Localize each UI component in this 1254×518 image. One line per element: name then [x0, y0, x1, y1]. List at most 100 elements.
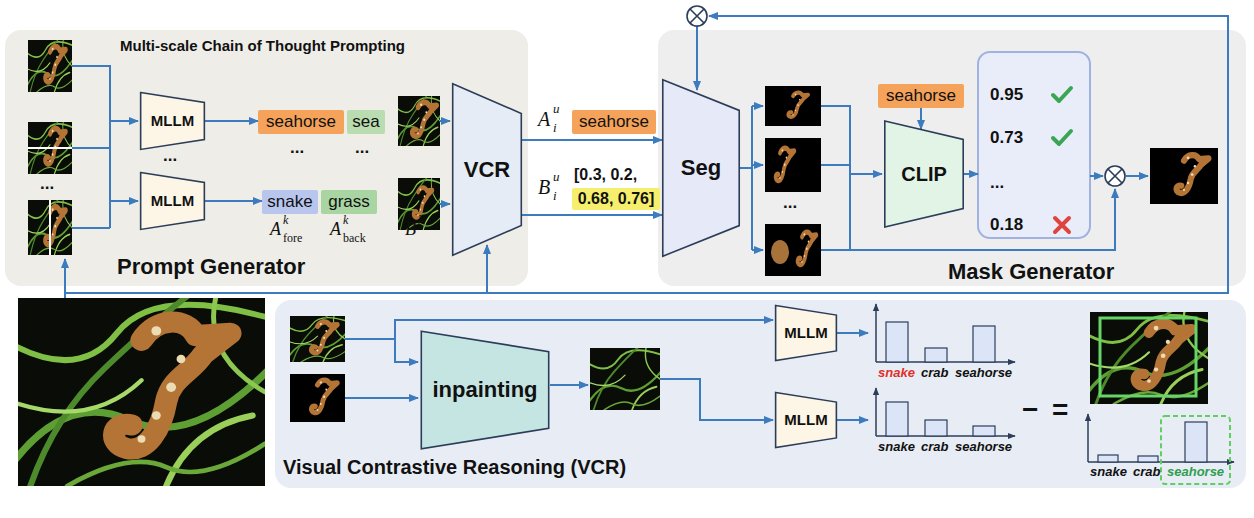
panel-title: 0.73	[990, 128, 1023, 148]
score-mark	[1053, 131, 1071, 144]
mllm-block: MLLM	[775, 305, 837, 361]
node-label: seahorse	[266, 112, 336, 132]
input-image	[13, 293, 270, 486]
output-mask	[1150, 148, 1218, 204]
text-holder: u	[553, 170, 560, 185]
crop-image	[397, 95, 441, 146]
flow-arrow	[110, 200, 138, 202]
flow-arrow	[486, 245, 488, 293]
score-box-ground	[978, 52, 1090, 238]
ellipsis: ...	[355, 138, 369, 158]
block-outline	[141, 173, 205, 230]
text-holder: seahorse	[955, 366, 1012, 381]
scale-thumbnail	[45, 47, 66, 82]
block-outline	[776, 306, 837, 361]
flow-arrow	[751, 106, 753, 250]
class-label: crab	[1133, 465, 1160, 480]
ellipsis: ...	[783, 193, 797, 213]
text-holder: crab	[1133, 465, 1160, 480]
panel-title: 0.95	[990, 85, 1023, 105]
ellipsis: ...	[290, 138, 304, 158]
node-label: MLLM	[784, 411, 827, 428]
scale-thumbnail	[49, 200, 51, 255]
text-holder: 0.73	[990, 128, 1023, 148]
bbox-chip: 0.68, 0.76]	[572, 188, 660, 210]
block-outline	[453, 84, 522, 256]
text-holder: snake	[1090, 465, 1127, 480]
class-label: seahorse	[955, 366, 1012, 381]
candidate-mask	[765, 86, 821, 276]
superscript: u	[553, 170, 560, 185]
text-holder: crab	[921, 440, 948, 455]
text-holder: fore	[283, 232, 302, 246]
node-label: snake	[267, 192, 312, 212]
score-mark	[1053, 88, 1071, 232]
node-label: VCR	[464, 157, 510, 182]
text-holder: 0.18	[990, 215, 1023, 235]
block-outline	[141, 93, 205, 150]
text-holder: ...	[783, 193, 797, 213]
text-holder: ...	[990, 173, 1004, 193]
node-label: seahorse	[579, 112, 649, 132]
superscript: k	[418, 214, 423, 228]
vcr-image	[1136, 324, 1192, 386]
candidate-mask	[798, 232, 817, 264]
class-label: crab	[921, 440, 948, 455]
module-panel: Multi-scale Chain of Thought PromptingPr…	[5, 30, 528, 286]
flow-arrow	[850, 173, 882, 175]
math-symbol: A	[330, 219, 341, 240]
node-label: MLLM	[151, 192, 194, 209]
answer-chip: seahorse	[572, 110, 656, 134]
panel-title: Multi-scale Chain of Thought Prompting	[120, 37, 405, 54]
candidate-mask	[771, 240, 789, 264]
vcr-image	[311, 322, 337, 353]
probability-chart	[886, 322, 908, 362]
probability-chart	[1138, 456, 1158, 462]
multiply-symbol	[690, 9, 704, 23]
text-holder: k	[418, 214, 423, 228]
output-mask	[1150, 148, 1218, 204]
vcr-panel-ground	[275, 300, 1246, 488]
text-holder: seahorse	[1167, 465, 1224, 480]
node-label: Seg	[681, 155, 721, 180]
module-panel: Visual Contrastive Reasoning (VCR) inpain…	[275, 300, 1246, 488]
prompt-panel-ground	[5, 30, 528, 286]
class-label: seahorse	[955, 440, 1012, 455]
bbox-value: [0.3, 0.2,	[574, 166, 637, 184]
panel-title: Visual Contrastive Reasoning (VCR)	[283, 456, 626, 479]
input-image	[114, 322, 230, 449]
answer-chip: snake	[262, 190, 318, 214]
node-label: sea	[352, 112, 379, 132]
connector	[920, 108, 922, 129]
superscript: k	[343, 214, 348, 228]
node-label: MLLM	[151, 112, 194, 129]
panel-title: Prompt Generator	[117, 254, 305, 279]
flow-arrow	[752, 105, 763, 107]
probability-chart	[973, 326, 995, 362]
flow-arrow	[821, 164, 850, 166]
text-holder: crab	[921, 366, 948, 381]
flow-arrow	[345, 397, 418, 399]
text-holder: A	[270, 219, 281, 240]
panel-title: Mask Generator	[948, 259, 1114, 284]
connector	[205, 200, 262, 202]
flow-arrow	[696, 26, 698, 90]
score-mark	[1055, 218, 1069, 232]
class-label: snake	[878, 440, 915, 455]
flow-arrow	[72, 66, 110, 228]
panel-title: ...	[990, 173, 1004, 193]
probability-chart	[1087, 414, 1089, 462]
block-outline	[421, 331, 548, 449]
vcr-image	[589, 346, 662, 410]
mllm-block: MLLM	[140, 92, 205, 150]
node-label: inpainting	[432, 377, 537, 402]
answer-chip: grass	[321, 190, 377, 214]
mllm-block: MLLM	[775, 392, 837, 448]
scale-thumbnail	[27, 121, 73, 174]
probability-chart	[875, 388, 877, 436]
flow-arrow	[550, 384, 588, 386]
text-holder: B	[538, 176, 550, 199]
superscript: u	[553, 102, 560, 117]
probability-chart	[1161, 416, 1230, 484]
